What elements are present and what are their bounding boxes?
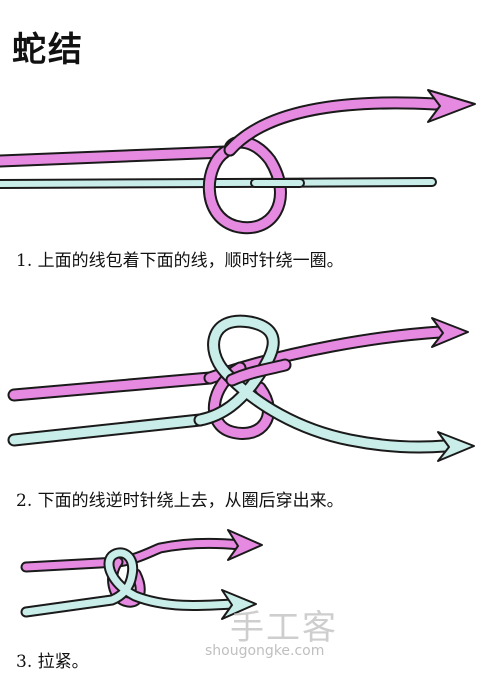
step2-caption: 2. 下面的线逆时针绕上去，从圈后穿出来。 bbox=[16, 491, 344, 511]
watermark-url: shougongke.com bbox=[205, 643, 325, 659]
step1-pink-cord bbox=[0, 96, 442, 235]
step1-pink-arrowhead bbox=[427, 89, 476, 123]
step1-figure bbox=[0, 89, 476, 235]
step2-teal-cord bbox=[7, 314, 452, 454]
step3-figure bbox=[20, 529, 263, 620]
step3-caption: 3. 拉紧。 bbox=[16, 652, 89, 672]
step1-caption: 1. 上面的线包着下面的线，顺时针绕一圈。 bbox=[16, 251, 344, 271]
watermark-logo-text: 手工客 bbox=[230, 608, 338, 648]
step3-teal-arrowhead bbox=[221, 589, 257, 620]
step2-pink-arrowhead bbox=[431, 317, 469, 348]
step2-teal-arrowhead bbox=[437, 431, 475, 462]
step2-figure bbox=[7, 314, 475, 462]
step3-pink-arrowhead bbox=[227, 529, 263, 561]
diagram-title: 蛇结 bbox=[12, 30, 84, 70]
step3-teal-cord bbox=[20, 547, 238, 618]
